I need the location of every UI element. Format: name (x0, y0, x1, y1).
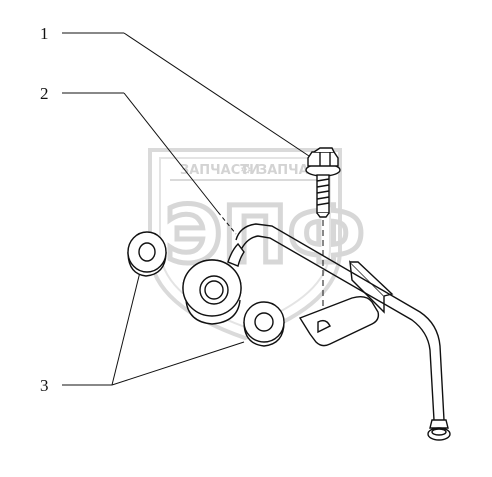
watermark-shield (148, 148, 342, 341)
pipe-part-2 (182, 223, 451, 441)
callout-3: 3 (40, 376, 49, 395)
leader-lines (62, 32, 313, 386)
bolt-part-1 (305, 147, 341, 218)
watermark-logo: ЗАПЧАСТИ ⚙ ЗАПЧАСТИ ЭПФ (148, 148, 367, 341)
watermark-gear-icon: ⚙ (240, 163, 252, 178)
washer-part-3-left (127, 231, 167, 277)
watermark-text-left: ЗАПЧАСТИ (180, 163, 260, 178)
callout-1: 1 (40, 24, 49, 43)
washer-part-3-right (243, 301, 285, 347)
callout-2: 2 (40, 84, 49, 103)
